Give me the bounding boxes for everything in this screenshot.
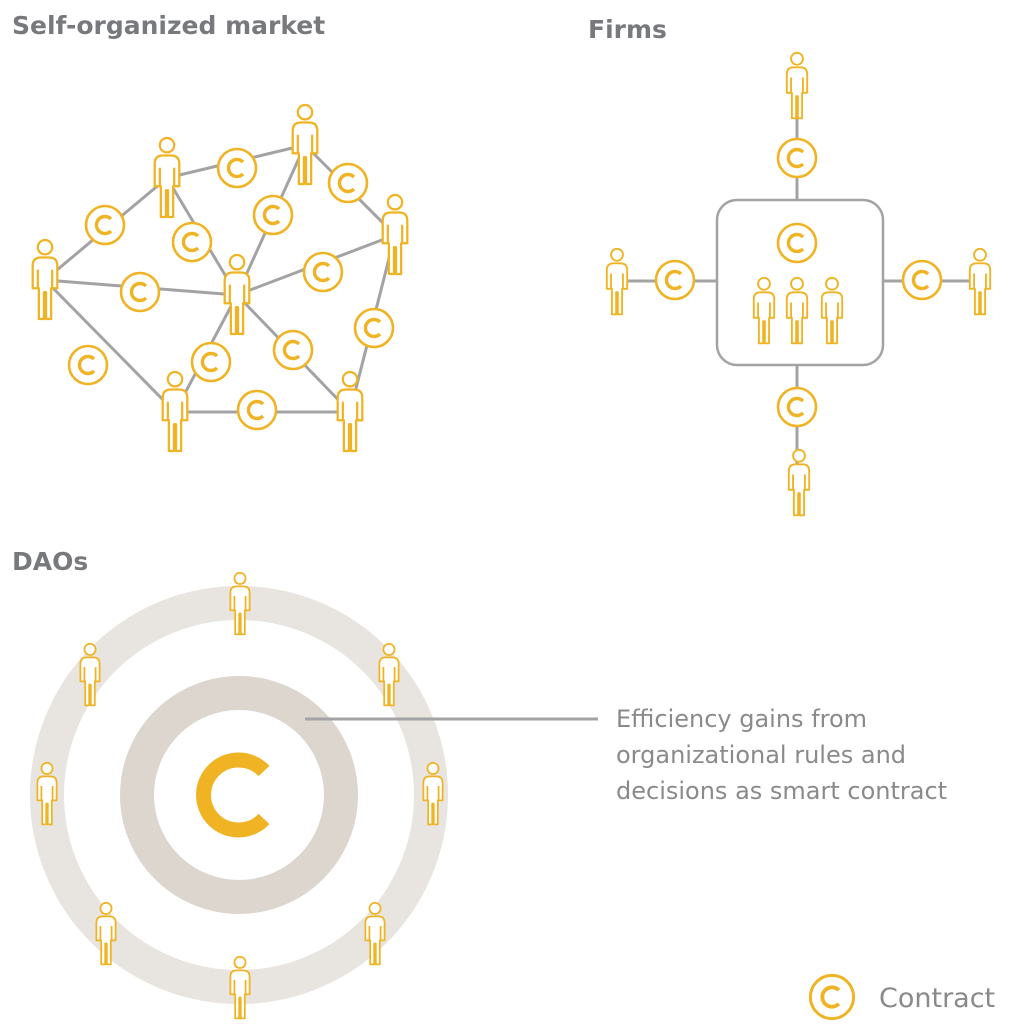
annotation-line-2: organizational rules and	[616, 741, 906, 769]
firms-diagram	[605, 51, 992, 517]
inner-ring	[120, 676, 358, 914]
legend-label: Contract	[879, 983, 995, 1014]
person-icon	[161, 370, 189, 453]
title-daos: DAOs	[12, 547, 88, 576]
contract-c-icon	[196, 752, 270, 838]
contract-icon	[353, 307, 395, 349]
market-network	[31, 103, 409, 453]
title-firms: Firms	[588, 15, 667, 44]
person-icon	[785, 51, 809, 120]
contract-icon	[272, 329, 314, 371]
contract-icon	[327, 162, 369, 204]
person-icon	[31, 238, 59, 321]
contract-icon	[216, 147, 258, 189]
title-self-organized-market: Self-organized market	[12, 11, 325, 40]
person-icon	[229, 955, 251, 1020]
contract-icon	[119, 271, 161, 313]
contract-icon	[776, 222, 818, 264]
contract-icon	[84, 204, 126, 246]
person-icon	[153, 136, 181, 219]
contract-icon	[302, 251, 344, 293]
person-icon	[968, 247, 992, 316]
dao-diagram	[30, 571, 598, 1020]
annotation: Efficiency gains from organizational rul…	[616, 705, 947, 805]
person-icon	[605, 247, 629, 316]
contract-icon	[67, 344, 109, 386]
annotation-line-3: decisions as smart contract	[616, 777, 947, 805]
contract-icon	[236, 389, 278, 431]
contract-icon	[171, 221, 213, 263]
contract-icon	[654, 259, 696, 301]
contract-icon	[776, 137, 818, 179]
person-icon	[229, 571, 251, 636]
contract-icon	[252, 194, 294, 236]
contract-icon	[190, 341, 232, 383]
person-icon	[291, 103, 319, 186]
legend: Contract	[808, 973, 995, 1021]
annotation-line-1: Efficiency gains from	[616, 705, 867, 733]
contract-icon	[808, 973, 856, 1021]
person-icon	[381, 193, 409, 276]
contract-icon	[901, 259, 943, 301]
person-icon	[787, 448, 811, 517]
person-icon	[223, 253, 251, 336]
contract-icon	[776, 386, 818, 428]
